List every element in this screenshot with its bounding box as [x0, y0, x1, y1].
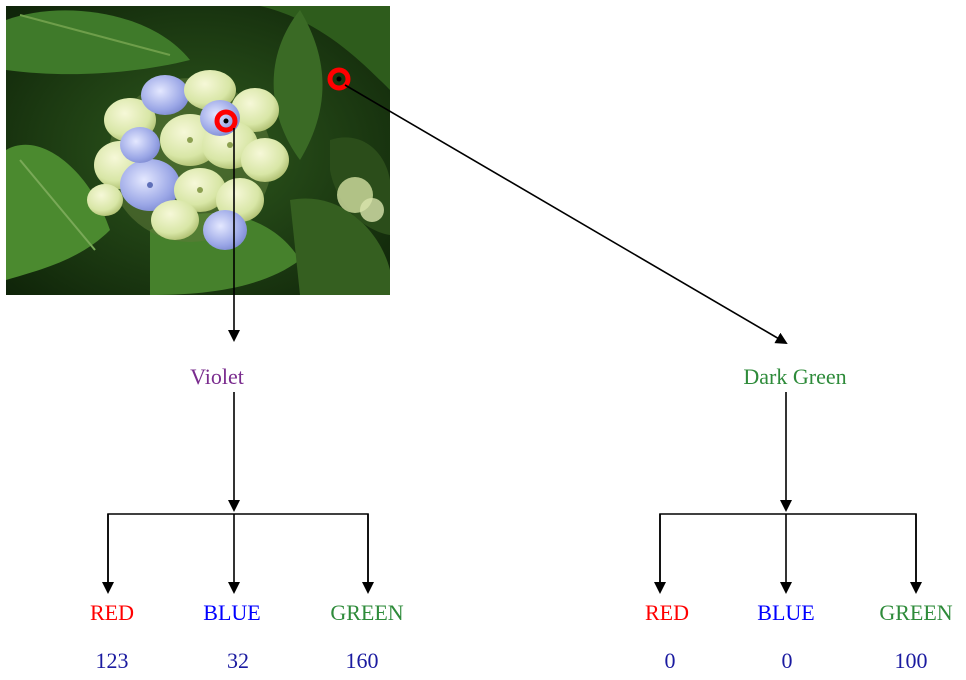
dark-green-channel-tree — [654, 392, 922, 594]
hydrangea-photo — [6, 6, 390, 295]
violet-green-label: GREEN — [330, 600, 404, 625]
sample-marker-violet — [214, 109, 238, 133]
dark-green-blue-label: BLUE — [757, 600, 815, 625]
sample-marker-dark-green — [327, 67, 351, 91]
violet-blue-value: 32 — [227, 648, 249, 673]
dark-green-red-label: RED — [645, 600, 689, 625]
sample-name-violet: Violet — [190, 364, 244, 389]
violet-blue-label: BLUE — [203, 600, 261, 625]
violet-red-label: RED — [90, 600, 134, 625]
sample-name-dark-green: Dark Green — [743, 364, 847, 389]
dark-green-green-value: 100 — [894, 648, 928, 673]
violet-channel-tree — [102, 392, 374, 594]
dark-green-red-value: 0 — [664, 648, 676, 673]
violet-green-value: 160 — [345, 648, 379, 673]
dark-green-blue-value: 0 — [781, 648, 793, 673]
arrow-dark-green-sample — [344, 84, 788, 345]
dark-green-green-label: GREEN — [879, 600, 953, 625]
violet-red-value: 123 — [95, 648, 129, 673]
